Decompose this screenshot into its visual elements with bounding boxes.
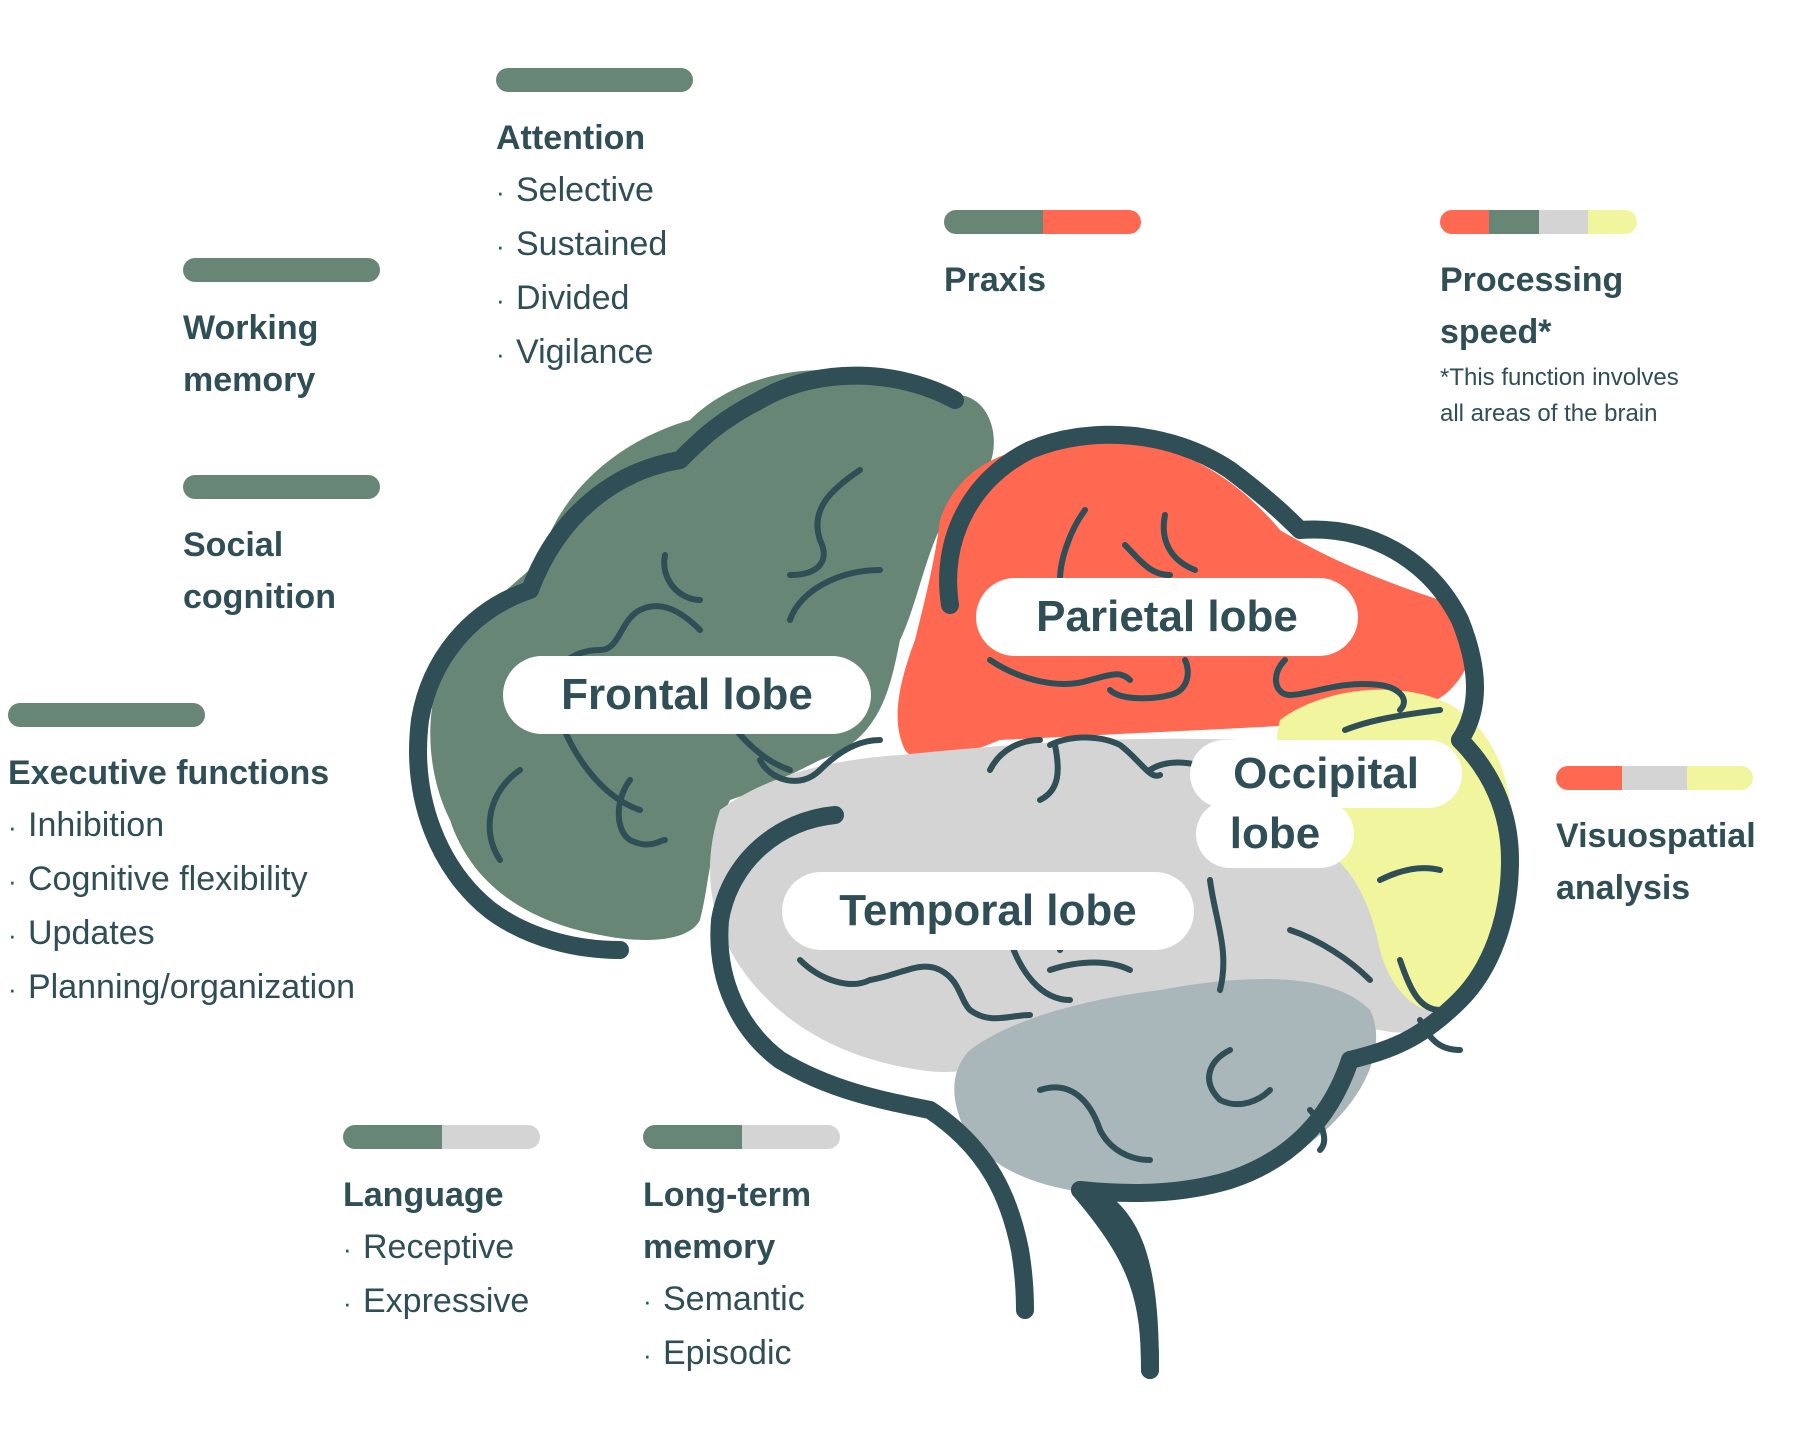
color-bar-segment (1440, 210, 1490, 234)
attention-title: Attention (496, 119, 646, 157)
list-item: ·Cognitive flexibility (8, 860, 308, 898)
working-memory-color-bar (183, 258, 380, 282)
list-item: ·Updates (8, 914, 155, 952)
working-memory-title: Working memory (183, 309, 319, 399)
executive-functions-block: Executive functions ·Inhibition ·Cogniti… (8, 703, 355, 1015)
color-bar-segment (944, 210, 1043, 234)
list-item: ·Expressive (343, 1282, 530, 1320)
social-cognition-title: Social cognition (183, 526, 336, 616)
working-memory-block: Working memory (183, 258, 380, 406)
processing-speed-note: *This function involves all areas of the… (1440, 364, 1679, 427)
color-bar-segment (496, 68, 693, 92)
praxis-title: Praxis (944, 261, 1047, 299)
color-bar-segment (1489, 210, 1539, 234)
list-item: ·Episodic (643, 1334, 792, 1372)
visuospatial-title: Visuospatial analysis (1556, 817, 1756, 907)
occipital-lobe-label-line1: Occipital (1190, 740, 1462, 808)
color-bar-segment (1556, 766, 1622, 790)
color-bar-segment (183, 258, 380, 282)
color-bar-segment (343, 1125, 442, 1149)
executive-functions-list: ·Inhibition ·Cognitive flexibility ·Upda… (8, 799, 355, 1015)
visuospatial-block: Visuospatial analysis (1556, 766, 1756, 914)
social-cognition-block: Social cognition (183, 475, 380, 623)
long-term-memory-title: Long-term memory (643, 1176, 812, 1266)
praxis-color-bar (944, 210, 1141, 234)
processing-speed-color-bar (1440, 210, 1637, 234)
color-bar-segment (1538, 210, 1588, 234)
processing-speed-block: Processing speed* *This function involve… (1440, 210, 1679, 432)
language-block: Language ·Receptive ·Expressive (343, 1125, 540, 1329)
color-bar-segment (1687, 766, 1753, 790)
visuospatial-color-bar (1556, 766, 1753, 790)
list-item: ·Receptive (343, 1228, 515, 1266)
attention-list: ·Selective ·Sustained ·Divided ·Vigilanc… (496, 164, 693, 380)
executive-functions-title: Executive functions (8, 754, 330, 792)
color-bar-segment (1042, 210, 1141, 234)
brain-sulci (486, 467, 1463, 1163)
temporal-lobe-label: Temporal lobe (782, 872, 1194, 950)
parietal-lobe-label: Parietal lobe (976, 578, 1358, 656)
list-item: ·Semantic (643, 1280, 805, 1318)
color-bar-segment (8, 703, 205, 727)
color-bar-segment (183, 475, 380, 499)
long-term-memory-color-bar (643, 1125, 840, 1149)
language-list: ·Receptive ·Expressive (343, 1221, 540, 1329)
color-bar-segment (441, 1125, 540, 1149)
long-term-memory-list: ·Semantic ·Episodic (643, 1273, 840, 1381)
list-item: ·Selective (496, 171, 654, 209)
long-term-memory-block: Long-term memory ·Semantic ·Episodic (643, 1125, 840, 1381)
praxis-block: Praxis (944, 210, 1141, 306)
executive-functions-color-bar (8, 703, 205, 727)
color-bar-segment (1587, 210, 1637, 234)
list-item: ·Vigilance (496, 333, 654, 371)
color-bar-segment (741, 1125, 840, 1149)
list-item: ·Inhibition (8, 806, 165, 844)
list-item: ·Sustained (496, 225, 668, 263)
language-color-bar (343, 1125, 540, 1149)
color-bar-segment (1621, 766, 1688, 790)
color-bar-segment (643, 1125, 742, 1149)
occipital-lobe-label-line2: lobe (1196, 800, 1354, 868)
cerebellum-region (954, 978, 1377, 1196)
social-cognition-color-bar (183, 475, 380, 499)
brain-outline (409, 366, 1519, 1379)
frontal-lobe-label: Frontal lobe (503, 656, 871, 734)
language-title: Language (343, 1176, 504, 1214)
list-item: ·Divided (496, 279, 630, 317)
processing-speed-title: Processing speed* (1440, 261, 1624, 351)
list-item: ·Planning/organization (8, 968, 356, 1006)
attention-block: Attention ·Selective ·Sustained ·Divided… (496, 68, 693, 380)
attention-color-bar (496, 68, 693, 92)
